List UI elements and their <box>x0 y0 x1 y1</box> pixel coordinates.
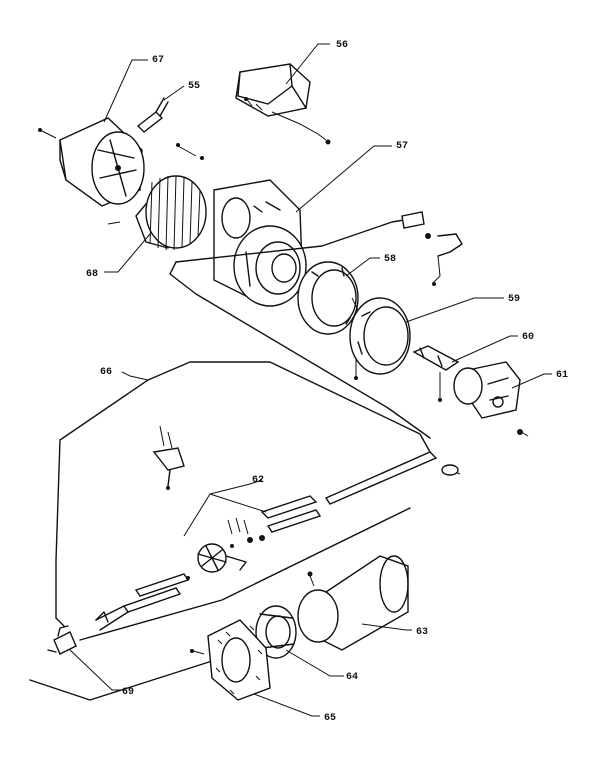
callout-57: 57 <box>396 141 408 152</box>
callout-59: 59 <box>508 294 520 305</box>
part-61-pump <box>453 361 529 437</box>
part-58-ring <box>297 261 359 335</box>
callout-65: 65 <box>324 713 336 724</box>
alignment-line-upper <box>95 611 109 623</box>
callout-64: 64 <box>346 672 358 683</box>
leader-68 <box>104 233 151 273</box>
leader-62 <box>183 479 267 537</box>
part-63-air-tube <box>297 555 409 651</box>
alignment-line-long <box>79 507 411 641</box>
housing-outline <box>175 219 405 263</box>
callout-62: 62 <box>252 475 264 486</box>
part-69-nozzle-adapter <box>47 625 77 655</box>
leader-69 <box>69 649 120 691</box>
leader-67 <box>103 59 148 123</box>
part-68-blower-wheel <box>107 175 207 251</box>
part-66-line <box>55 361 461 627</box>
part-60-coupling <box>412 345 460 402</box>
callout-68: 68 <box>86 269 98 280</box>
leader-64 <box>285 649 344 677</box>
part-59-ring <box>349 297 411 380</box>
callout-66: 66 <box>100 367 112 378</box>
callout-55: 55 <box>188 81 200 92</box>
part-57-housing <box>176 143 307 307</box>
leader-56 <box>285 43 330 85</box>
callout-63: 63 <box>416 627 428 638</box>
leader-58 <box>345 257 380 277</box>
part-65-flange <box>189 619 271 701</box>
part-67-motor <box>38 117 145 207</box>
bracket-hardware <box>401 211 463 286</box>
part-62-electrodes <box>95 495 322 631</box>
leader-66 <box>121 371 149 381</box>
part-64-retention-head <box>255 605 297 659</box>
part-55-capacitor <box>136 97 169 133</box>
leader-60 <box>451 335 518 363</box>
alignment-line-lower <box>29 653 235 701</box>
leader-61 <box>511 373 552 389</box>
leader-55 <box>163 85 185 101</box>
electrode-bracket <box>152 425 185 490</box>
callout-67: 67 <box>152 55 164 66</box>
callout-61: 61 <box>556 370 568 381</box>
part-56-cover <box>235 63 331 145</box>
callout-58: 58 <box>384 254 396 265</box>
leader-65 <box>253 693 320 717</box>
leader-57 <box>295 145 392 213</box>
callout-60: 60 <box>522 332 534 343</box>
callout-56: 56 <box>336 40 348 51</box>
leader-63 <box>361 623 412 631</box>
leader-59 <box>405 297 504 323</box>
callout-69: 69 <box>122 687 134 698</box>
